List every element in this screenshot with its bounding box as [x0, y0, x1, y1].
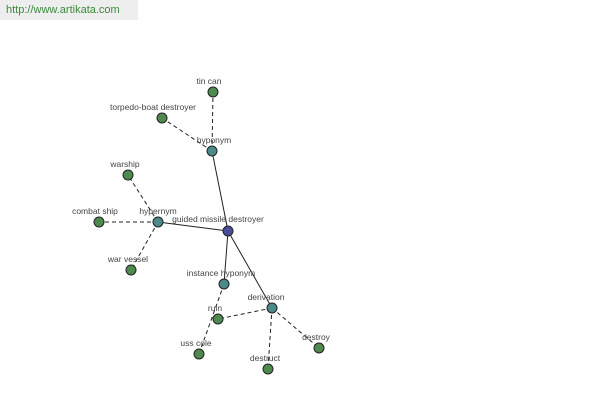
graph-edges — [99, 91, 320, 370]
label-tin-can: tin can — [196, 76, 221, 86]
node-hypernym[interactable] — [152, 216, 164, 228]
label-combat-ship: combat ship — [72, 206, 118, 216]
label-torpedo-boat-destroyer: torpedo-boat destroyer — [110, 102, 196, 112]
watermark-url: http://www.artikata.com — [0, 0, 138, 20]
label-uss-cole: uss cole — [180, 338, 211, 348]
edge-instance-hyponym-uss-cole — [198, 283, 225, 355]
edge-hyponym-torpedo-boat-destroyer — [161, 117, 213, 152]
node-tin-can[interactable] — [207, 86, 219, 98]
label-hyponym: hyponym — [197, 135, 232, 145]
node-torpedo-boat-destroyer[interactable] — [156, 112, 168, 124]
node-destruct[interactable] — [262, 363, 274, 375]
graph-nodes — [93, 86, 325, 375]
node-destroy[interactable] — [313, 342, 325, 354]
node-war-vessel[interactable] — [125, 264, 137, 276]
node-derivation[interactable] — [266, 302, 278, 314]
node-hyponym[interactable] — [206, 145, 218, 157]
node-warship[interactable] — [122, 169, 134, 181]
edge-center-instance-hyponym — [223, 230, 229, 285]
edge-hypernym-warship — [127, 174, 159, 223]
label-destruct: destruct — [250, 353, 281, 363]
edge-center-hypernym — [157, 221, 229, 232]
label-hypernym: hypernym — [139, 206, 176, 216]
edge-center-derivation — [227, 230, 273, 309]
edge-center-hyponym — [211, 150, 229, 232]
edge-hypernym-war-vessel — [130, 221, 159, 271]
label-derivation: derivation — [248, 292, 285, 302]
node-uss-cole[interactable] — [193, 348, 205, 360]
label-ruin: ruin — [208, 303, 222, 313]
graph-labels: guided missile destroyer hyponym hypernym i… — [72, 76, 331, 363]
label-war-vessel: war vessel — [107, 254, 148, 264]
edge-derivation-destroy — [271, 307, 320, 349]
edge-derivation-ruin — [217, 307, 273, 320]
label-destroy: destroy — [302, 332, 331, 342]
node-combat-ship[interactable] — [93, 216, 105, 228]
node-ruin[interactable] — [212, 313, 224, 325]
edge-hyponym-tin-can — [211, 91, 214, 152]
label-instance-hyponym: instance hyponym — [187, 268, 256, 278]
label-center: guided missile destroyer — [172, 214, 264, 224]
edge-derivation-destruct — [267, 307, 273, 370]
node-center[interactable] — [222, 225, 234, 237]
label-warship: warship — [109, 159, 140, 169]
node-instance-hyponym[interactable] — [218, 278, 230, 290]
